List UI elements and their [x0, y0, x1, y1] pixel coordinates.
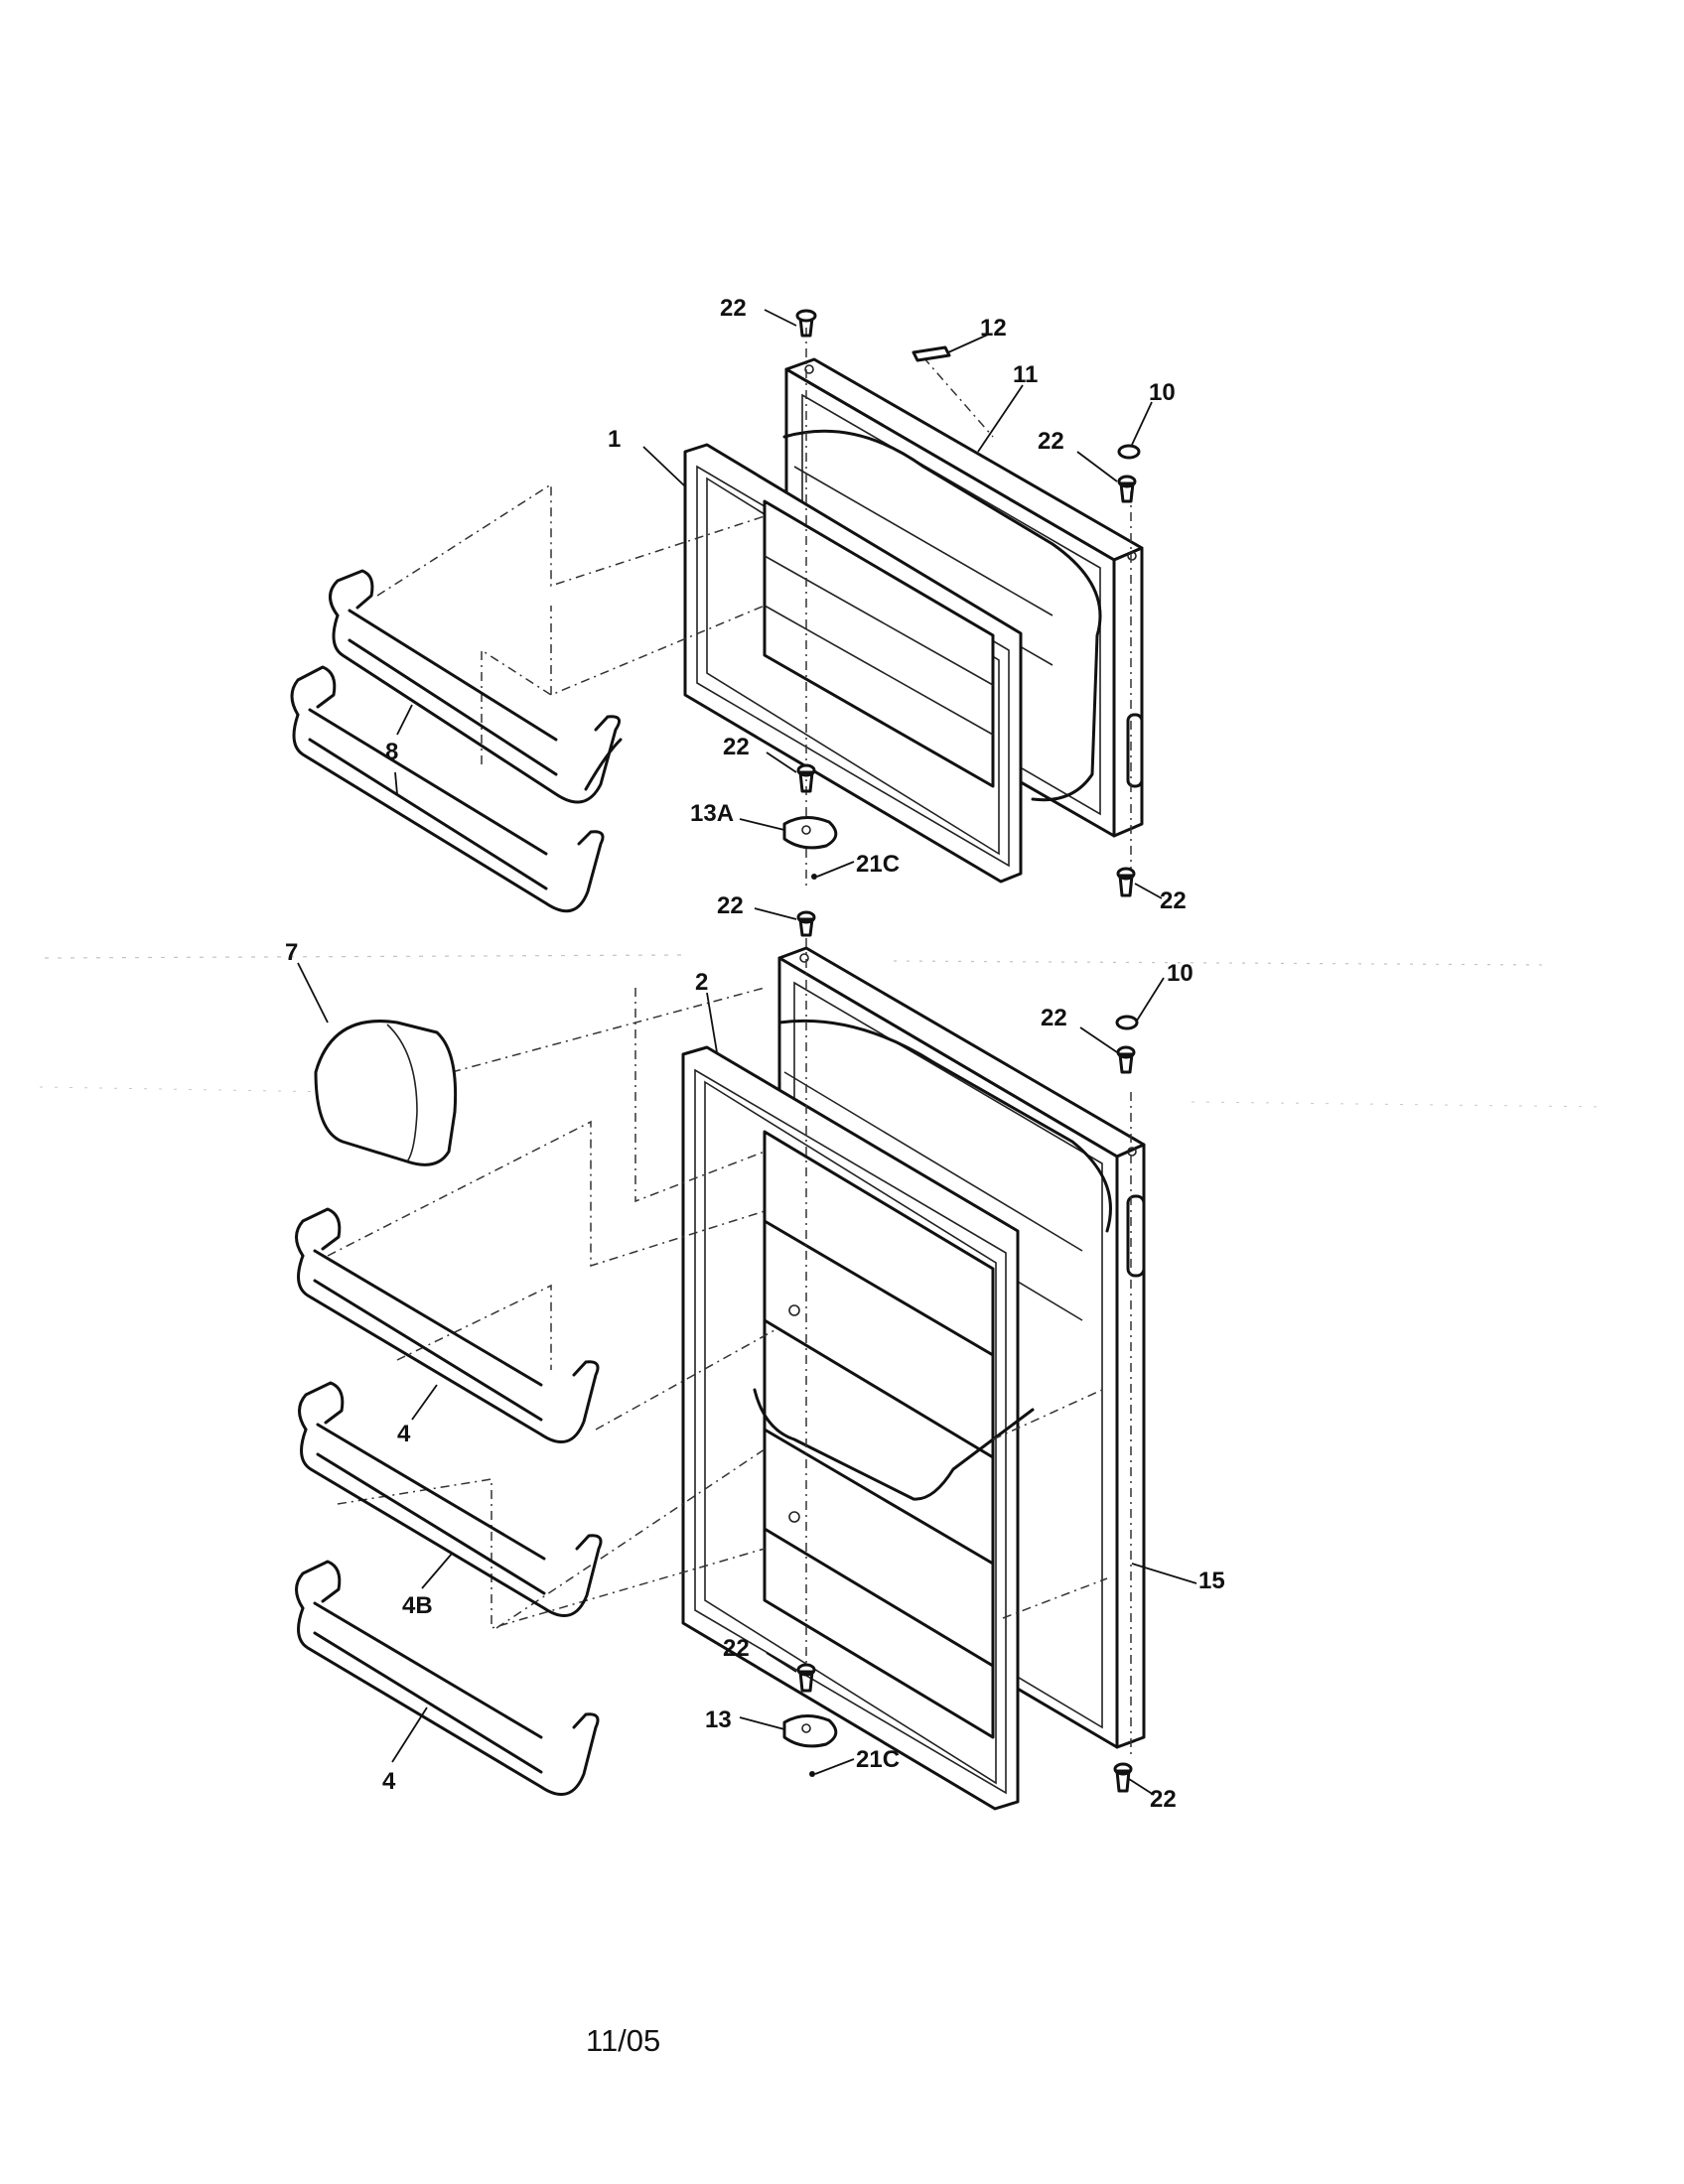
fresh-food-door-gasket — [681, 1045, 1035, 1811]
callout-22-top: 22 — [720, 295, 747, 322]
callout-4-upper: 4 — [397, 1421, 411, 1447]
upper-hole-plug — [1117, 444, 1141, 460]
lower-right-screw — [1116, 1045, 1136, 1074]
callout-22-lower-bottom-right: 22 — [1150, 1786, 1177, 1813]
lower-bottom-right-screw — [1113, 1762, 1133, 1793]
callout-11: 11 — [1013, 361, 1038, 388]
lower-hole-plug — [1115, 1015, 1139, 1030]
callout-13A: 13A — [690, 800, 734, 827]
upper-top-screw — [795, 309, 817, 338]
lower-hinge-13 — [782, 1714, 838, 1748]
freezer-shelf-bar-lower — [290, 665, 605, 913]
upper-mid-screw — [796, 763, 816, 793]
freezer-assembly-lines — [376, 328, 1132, 893]
callout-21C-upper: 21C — [856, 851, 900, 878]
footer-date: 11/05 — [586, 2023, 661, 2058]
fresh-food-shelf-bar-middle — [298, 1381, 603, 1618]
callout-2: 2 — [695, 969, 708, 996]
callout-10-upper: 10 — [1149, 379, 1176, 406]
upper-hinge-13A — [782, 816, 838, 850]
scan-noise — [39, 954, 1610, 1108]
callout-4-lower: 4 — [382, 1768, 396, 1795]
callout-15: 15 — [1198, 1568, 1225, 1594]
dairy-compartment-7 — [314, 1020, 458, 1166]
callout-12: 12 — [980, 315, 1007, 341]
lower-pin-21C — [809, 1771, 815, 1777]
callout-22-lower-mid: 22 — [723, 1635, 750, 1662]
lower-mid-screw — [796, 1663, 816, 1693]
fresh-food-shelf-bar-lower — [295, 1560, 600, 1797]
callout-22-upper-mid: 22 — [723, 734, 750, 760]
callout-21C-lower: 21C — [856, 1746, 900, 1773]
callout-22-upper-bottom-right: 22 — [1160, 887, 1187, 914]
fresh-food-assembly-lines — [327, 938, 1132, 1757]
lower-top-screw — [796, 910, 816, 937]
callout-7: 7 — [285, 939, 298, 966]
callout-22-upper-right: 22 — [1038, 428, 1064, 455]
leader-lines — [297, 309, 1197, 1796]
upper-bottom-right-screw — [1116, 867, 1136, 897]
fresh-food-shelf-bar-upper — [295, 1207, 600, 1444]
callout-22-lower-top: 22 — [717, 892, 744, 919]
upper-right-screw — [1117, 475, 1137, 503]
freezer-door-gasket — [683, 443, 1023, 884]
freezer-shelf-bar-upper — [329, 569, 623, 804]
callout-labels: 22 12 11 10 22 1 8 22 13A 21C 22 22 7 2 … — [285, 295, 1225, 1813]
upper-trim-strip — [912, 345, 951, 362]
callout-13: 13 — [705, 1706, 732, 1733]
callout-8: 8 — [385, 739, 398, 765]
callout-10-lower: 10 — [1167, 960, 1193, 987]
callout-1: 1 — [608, 426, 621, 453]
callout-22-lower-right: 22 — [1041, 1005, 1067, 1031]
upper-pin-21C — [811, 874, 817, 880]
callout-4B: 4B — [402, 1592, 433, 1619]
